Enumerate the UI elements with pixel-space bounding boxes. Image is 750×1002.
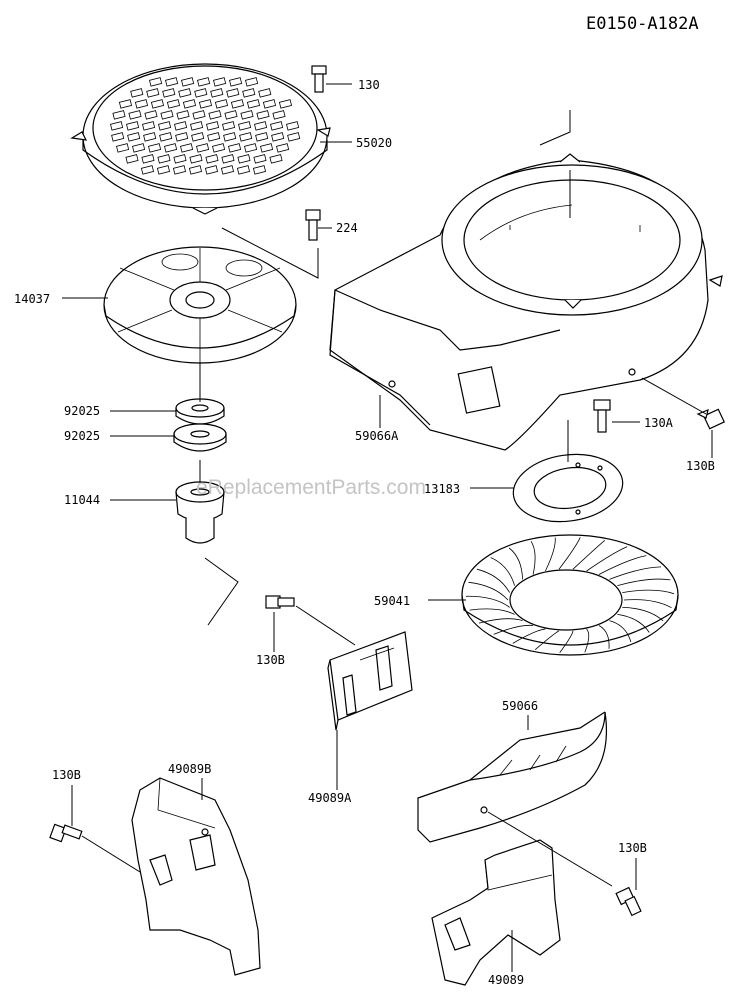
- bolt-224-part[interactable]: [305, 209, 321, 241]
- label-bolt-130b-right: 130B: [686, 459, 715, 473]
- label-bolt-130b-bottom: 130B: [618, 841, 647, 855]
- label-cover-49089: 49089: [488, 973, 524, 987]
- label-cover-59066: 59066: [502, 699, 538, 713]
- bolt-130b-bottom-part[interactable]: [615, 886, 642, 917]
- bolt-130-part[interactable]: [311, 65, 327, 93]
- ring-plate-part[interactable]: [509, 448, 627, 529]
- leader-lines: [62, 83, 713, 972]
- diagram-code: E0150-A182A: [586, 14, 699, 34]
- bolt-130a-part[interactable]: [593, 399, 611, 433]
- label-spacer-lower: 92025: [64, 429, 100, 443]
- label-bolt-130b-mid: 130B: [256, 653, 285, 667]
- label-bolt-130a: 130A: [644, 416, 674, 430]
- label-flywheel-fan: 59041: [374, 594, 410, 608]
- fan-screen-part[interactable]: [70, 63, 331, 215]
- label-fan-housing: 59066A: [355, 429, 399, 443]
- label-ring-plate: 13183: [424, 482, 460, 496]
- cover-59066-part[interactable]: [417, 711, 608, 843]
- fan-plate-part[interactable]: [103, 246, 297, 364]
- label-bracket-49089a: 49089A: [308, 791, 352, 805]
- label-bolt-130b-left: 130B: [52, 768, 81, 782]
- flywheel-fan-part[interactable]: [461, 534, 679, 656]
- label-fan-plate: 14037: [14, 292, 50, 306]
- spacer-upper-part[interactable]: [175, 398, 225, 425]
- label-fan-screen: 55020: [356, 136, 392, 150]
- fan-housing-part[interactable]: [329, 153, 723, 451]
- label-cover-49089b: 49089B: [168, 762, 211, 776]
- cover-49089b-part[interactable]: [131, 777, 261, 976]
- label-spacer-upper: 92025: [64, 404, 100, 418]
- label-hub: 11044: [64, 493, 100, 507]
- watermark-text: eReplacementParts.com: [196, 476, 426, 499]
- label-bolt-224: 224: [336, 221, 358, 235]
- bracket-49089a-part[interactable]: [327, 631, 413, 731]
- spacer-lower-part[interactable]: [173, 423, 227, 452]
- bolt-130b-left-part[interactable]: [49, 823, 83, 843]
- label-bolt-130: 130: [358, 78, 380, 92]
- bolt-130b-mid-part[interactable]: [265, 595, 295, 609]
- cover-49089-part[interactable]: [431, 839, 561, 986]
